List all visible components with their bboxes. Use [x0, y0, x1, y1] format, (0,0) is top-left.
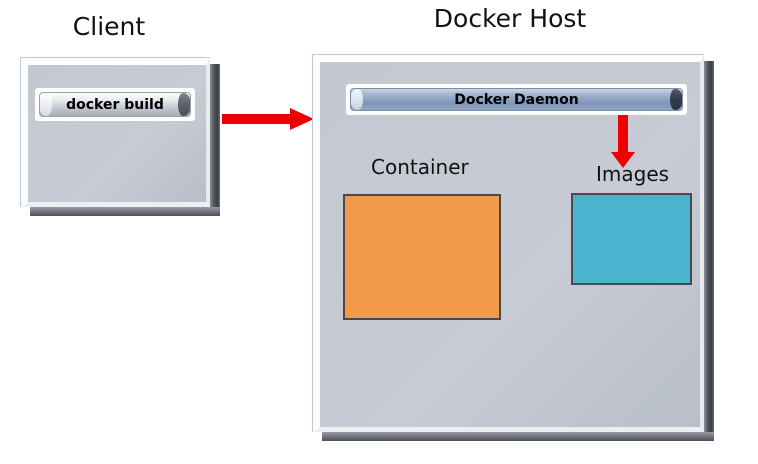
docker-daemon-capsule[interactable]: Docker Daemon [350, 88, 683, 111]
docker-daemon-cap-right-icon [670, 89, 682, 110]
container-box [343, 194, 501, 320]
docker-build-cap-right-icon [178, 93, 190, 116]
docker-daemon-cap-left-icon [351, 89, 363, 110]
client-panel-shadow-right [210, 64, 220, 216]
docker-build-label: docker build [66, 96, 164, 113]
docker-daemon-bar[interactable]: Docker Daemon [346, 84, 687, 115]
client-title: Client [72, 12, 146, 41]
arrow-daemon-to-images-icon [611, 115, 635, 168]
client-panel [20, 57, 220, 216]
docker-host-title: Docker Host [433, 4, 587, 33]
docker-build-button[interactable]: docker build [35, 88, 195, 121]
docker-build-capsule[interactable]: docker build [39, 92, 191, 117]
images-label: Images [596, 162, 670, 186]
docker-host-panel-shadow-right [704, 61, 714, 441]
client-panel-shadow-bottom [30, 207, 220, 216]
images-box [571, 193, 692, 285]
arrow-client-to-host-icon [222, 108, 314, 130]
docker-build-cap-left-icon [40, 93, 52, 116]
client-panel-bevel [21, 58, 210, 207]
docker-host-panel-shadow-bottom [322, 432, 714, 441]
docker-daemon-label: Docker Daemon [454, 91, 579, 108]
container-label: Container [371, 155, 469, 179]
